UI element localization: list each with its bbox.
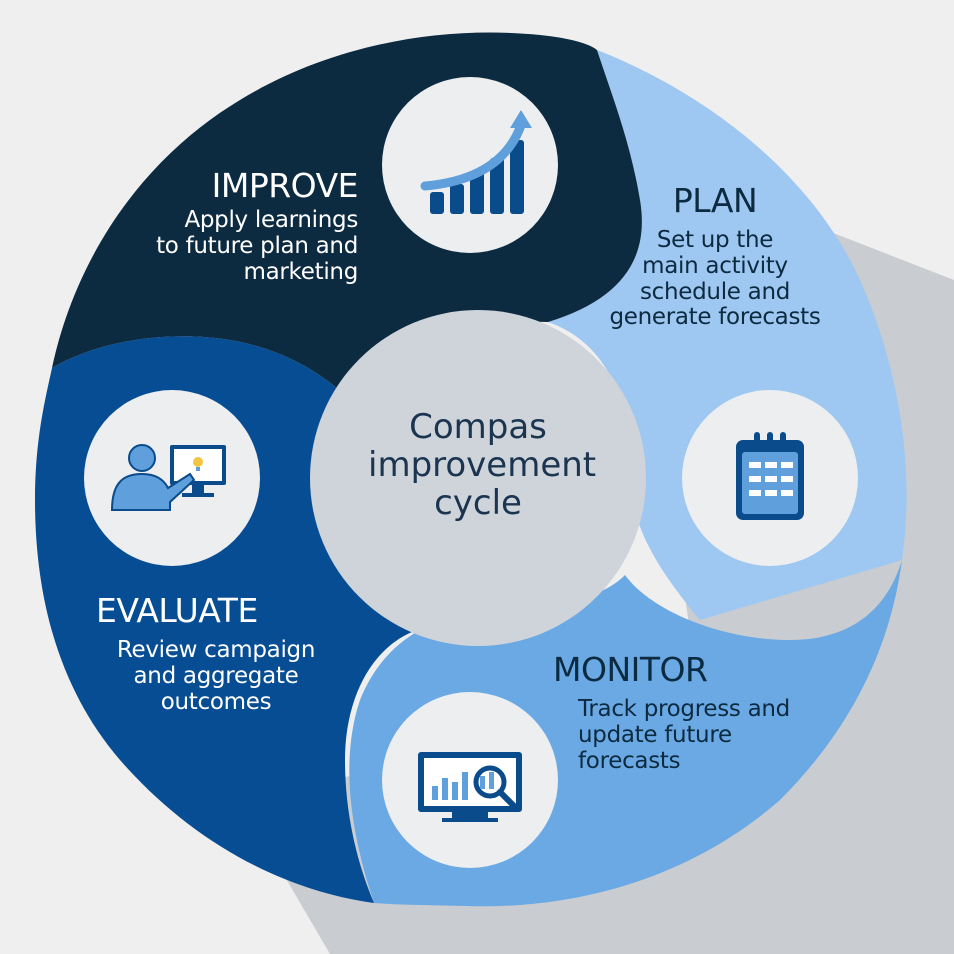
growth-chart-icon xyxy=(420,110,532,214)
monitor-title: MONITOR xyxy=(553,650,708,689)
evaluate-title: EVALUATE xyxy=(96,591,258,630)
presenter-icon xyxy=(110,444,226,511)
monitor-desc: Track progress and update future forecas… xyxy=(578,696,790,774)
improve-title: IMPROVE xyxy=(211,166,359,205)
center-title: Compas improvement cycle xyxy=(368,407,597,524)
evaluate-desc: Review campaign and aggregate outcomes xyxy=(116,637,316,715)
monitor-magnifier-icon xyxy=(418,752,522,822)
plan-title: PLAN xyxy=(672,181,758,220)
center-hub xyxy=(310,310,646,646)
improve-desc: Apply learnings to future plan and marke… xyxy=(156,207,358,285)
calendar-icon xyxy=(736,432,804,520)
plan-desc: Set up the main activity schedule and ge… xyxy=(609,227,821,331)
improve-icon-circle xyxy=(382,77,558,253)
